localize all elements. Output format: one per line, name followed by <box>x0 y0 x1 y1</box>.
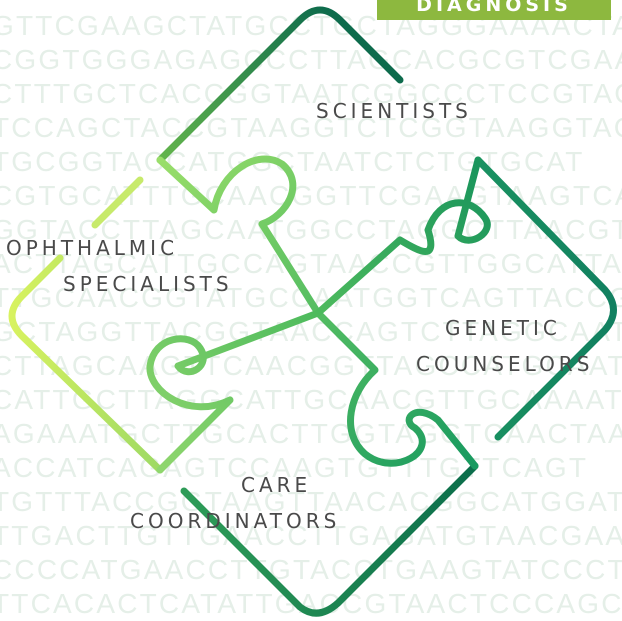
specialists-label: SPECIALISTS <box>63 272 233 296</box>
dna-sequence-line: AGAAATGCTTGCACTTGGTAGGTCAACTAAT <box>0 418 622 449</box>
dna-sequence-line: CATTGCTTAGGCATTGCAACGTTGCAAAAT <box>0 384 622 415</box>
dna-sequence-line: CTTTGCTCACCGGTAATCGGCCCTCCGTAGCT <box>0 78 622 109</box>
dna-sequence-line: CGGTGGGAGAGCCCTTAGCACGCGTCGAACATGG <box>0 44 622 75</box>
dna-sequence-line: TCCAGCTACCGTAAGGTCTCGGTAAGGTACC <box>0 112 622 143</box>
outline-upper-left-edge <box>91 176 144 229</box>
banner-title: DIAGNOSIS <box>416 0 572 16</box>
care-label: CARE <box>241 473 312 497</box>
dna-sequence-line: GCTAGGTTACGGTAACCAGTCTTAGGCAAT <box>0 316 622 347</box>
counselors-label: COUNSELORS <box>416 352 594 376</box>
outline-left-corner <box>8 254 164 474</box>
dna-sequence-line: ACTTAGCATTGCCAGTAACCGTTGGCATTA <box>0 248 622 279</box>
outline-right-corner <box>474 156 617 441</box>
dna-sequence-line: CTTAGCAAGTTCAACGGTTAGCCATGCAAT <box>0 350 622 381</box>
outline-bottom-corner <box>180 462 479 617</box>
divider-diagonal-main <box>156 155 479 470</box>
dna-sequence-line: TTGACTTGTTGAACCTTGAGATGTAACGAATT <box>0 520 622 551</box>
coordinators-label: COORDINATORS <box>130 509 341 533</box>
divider-diagonal-anti <box>146 156 491 474</box>
scientists-label: SCIENTISTS <box>316 99 472 123</box>
ophthalmic-label: OPHTHALMIC <box>6 236 179 260</box>
genetic-label: GENETIC <box>445 316 561 340</box>
dna-sequence-line: ACCATCAGAGTCCAAGTGTTTGTTCAGT <box>0 452 589 483</box>
dna-sequence-line: CCCCATGAACCTTGTACCTGAAGTATCCCTC <box>0 554 622 585</box>
dna-sequence-line: TGTTTACCGGTAAGTTAACACGGCATGGAT <box>0 486 622 517</box>
diagnosis-banner: DIAGNOSIS <box>377 0 611 20</box>
outline-top-left-edge <box>156 6 404 164</box>
